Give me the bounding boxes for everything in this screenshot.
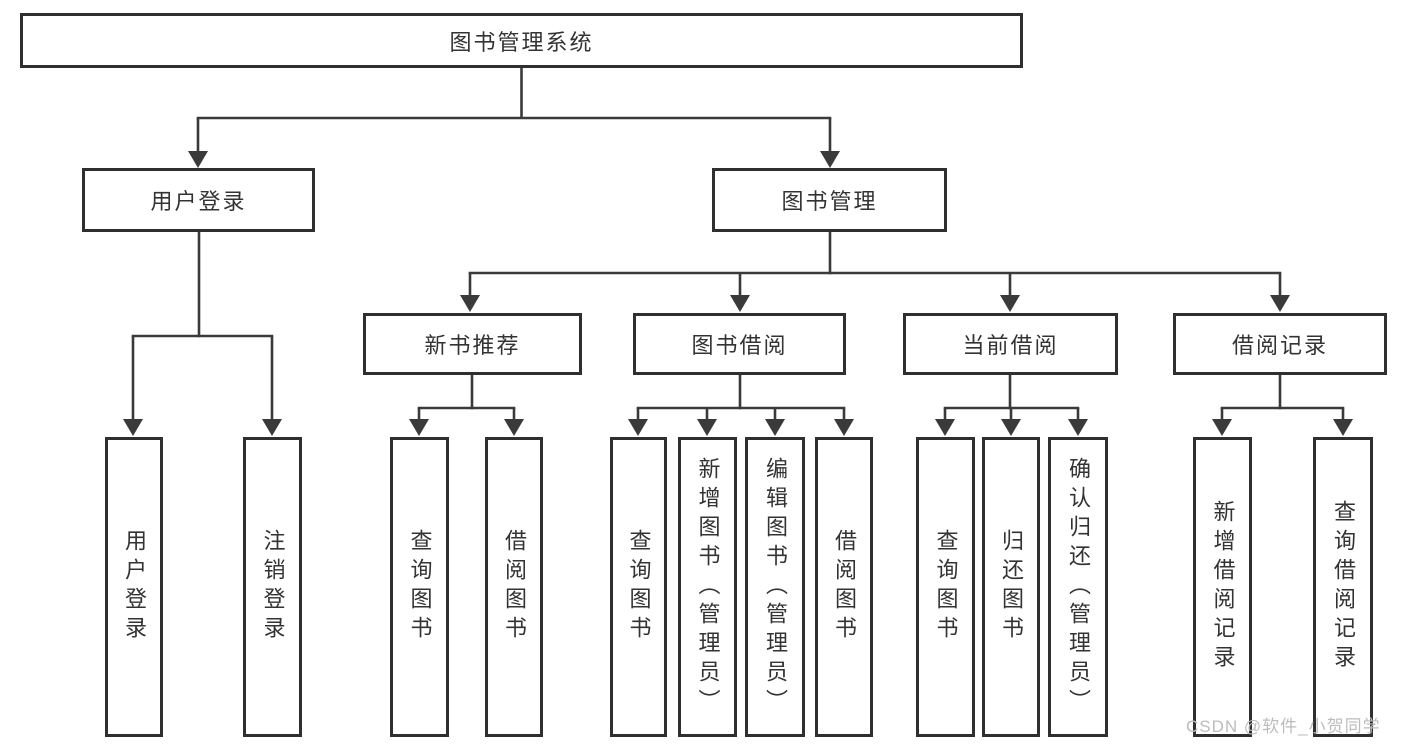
- leaf-bb-query-books: 查询图书: [610, 437, 667, 737]
- leaf-bb-add-books-admin-label: 新增图书（管理员）: [695, 456, 721, 718]
- leaf-user-login-label: 用户登录: [122, 529, 147, 645]
- node-root: 图书管理系统: [20, 13, 1023, 68]
- leaf-bb-query-books-label: 查询图书: [626, 529, 652, 645]
- node-new-book-recommend-label: 新书推荐: [424, 333, 521, 358]
- leaf-bb-borrow-books: 借阅图书: [815, 437, 873, 737]
- leaf-br-query-record-label: 查询借阅记录: [1331, 500, 1356, 674]
- node-current-borrowing-label: 当前借阅: [962, 333, 1059, 358]
- node-book-management-label: 图书管理: [781, 189, 878, 214]
- leaf-br-query-record: 查询借阅记录: [1313, 437, 1373, 737]
- leaf-cb-confirm-return-admin-label: 确认归还（管理员）: [1066, 456, 1091, 718]
- leaf-nb-query-books-label: 查询图书: [407, 529, 433, 645]
- node-root-label: 图书管理系统: [449, 29, 594, 55]
- leaf-cb-query-books: 查询图书: [916, 437, 975, 737]
- node-book-borrowing-label: 图书借阅: [691, 333, 788, 358]
- leaf-user-login: 用户登录: [105, 437, 163, 737]
- leaf-br-add-record: 新增借阅记录: [1193, 437, 1252, 737]
- edge-root-to-level2: [188, 68, 840, 168]
- node-current-borrowing: 当前借阅: [903, 313, 1118, 375]
- leaf-br-add-record-label: 新增借阅记录: [1210, 500, 1236, 674]
- leaf-cb-confirm-return-admin: 确认归还（管理员）: [1048, 437, 1108, 737]
- node-user-login: 用户登录: [82, 168, 315, 232]
- node-user-login-label: 用户登录: [150, 189, 247, 214]
- node-new-book-recommend: 新书推荐: [363, 313, 582, 375]
- leaf-nb-query-books: 查询图书: [390, 437, 449, 737]
- leaf-logout-label: 注销登录: [260, 529, 286, 645]
- edge-new-book-branch: [409, 375, 524, 436]
- leaf-nb-borrow-books-label: 借阅图书: [502, 529, 527, 645]
- node-borrowing-records: 借阅记录: [1173, 313, 1387, 375]
- leaf-cb-query-books-label: 查询图书: [933, 529, 959, 645]
- edge-user-login-branch: [123, 232, 282, 436]
- leaf-bb-edit-books-admin-label: 编辑图书（管理员）: [763, 456, 788, 718]
- leaf-bb-add-books-admin: 新增图书（管理员）: [678, 437, 737, 737]
- edge-book-management-to-level3: [460, 232, 1290, 312]
- watermark: CSDN @软件_小贺同学: [1186, 717, 1381, 736]
- leaf-cb-return-books: 归还图书: [982, 437, 1040, 737]
- node-book-borrowing: 图书借阅: [633, 313, 846, 375]
- leaf-nb-borrow-books: 借阅图书: [485, 437, 543, 737]
- edge-current-borrowing-branch: [935, 375, 1088, 436]
- edge-book-borrowing-branch: [628, 375, 854, 436]
- leaf-bb-borrow-books-label: 借阅图书: [832, 529, 857, 645]
- edge-borrowing-records-branch: [1212, 375, 1353, 436]
- node-borrowing-records-label: 借阅记录: [1231, 333, 1328, 358]
- leaf-cb-return-books-label: 归还图书: [999, 529, 1024, 645]
- leaf-logout: 注销登录: [243, 437, 302, 737]
- leaf-bb-edit-books-admin: 编辑图书（管理员）: [745, 437, 805, 737]
- node-book-management: 图书管理: [712, 168, 947, 232]
